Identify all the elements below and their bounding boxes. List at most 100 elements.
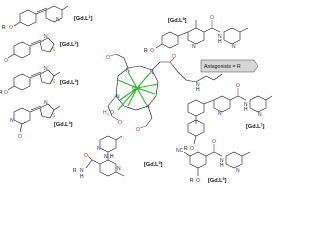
scheme-canvas: N N N N O O O O N H Gd H 2 O Antagonists… <box>0 5 273 184</box>
l1-n: N <box>56 17 60 23</box>
l6-n: N <box>220 158 224 164</box>
l1-pyridine <box>45 5 63 23</box>
l2-phenyl <box>13 41 31 59</box>
ligand-label-l6: [Gd.L6] <box>208 177 227 184</box>
l8-n-ring-2: N <box>232 44 236 50</box>
ring-n-3: N <box>116 94 120 100</box>
l6-n-ring: N <box>236 168 240 174</box>
l6-phenyl <box>189 151 207 169</box>
l3-n: N <box>44 66 48 72</box>
l4-alkyne-a <box>29 107 41 113</box>
l1-o: O <box>9 25 13 31</box>
antagonist-arrow-box <box>200 59 259 73</box>
ligand-structure-l3: S N O R <box>0 66 61 96</box>
water-h: H <box>103 110 107 116</box>
linker-chain <box>169 61 197 83</box>
ligand-label-l3: [Gd.L3] <box>60 79 79 86</box>
l4-methyl <box>53 105 61 111</box>
l7-o: O <box>190 146 194 152</box>
l4-alkyne-b <box>30 105 42 111</box>
l2-s: S <box>52 47 56 53</box>
l1-alkyne-a <box>35 9 47 15</box>
l3-phenyl <box>13 73 31 91</box>
ligand-structure-l6: NC O R O N H N <box>176 139 251 184</box>
ligand-label-l7: [Gd.L7] <box>246 123 265 130</box>
arm-o-2: O <box>172 54 176 60</box>
l4-thiazole <box>39 103 55 119</box>
l7-amide-n <box>237 95 247 101</box>
water-subscript: 2 <box>107 113 109 117</box>
ligand-label-l2: [Gd.L2] <box>60 41 79 48</box>
l3-alkyne-b <box>30 71 42 77</box>
l5-n-bottom: N <box>117 166 121 172</box>
linker-to-antagonist <box>195 73 223 83</box>
l5-amide <box>91 159 101 165</box>
ligand-label-l8: [Gd.L8] <box>168 17 187 24</box>
ligand-label-l4: [Gd.L4] <box>54 121 73 128</box>
l8-o-amide: O <box>210 15 214 21</box>
l3-s: S <box>52 79 56 85</box>
l5-amide-n <box>85 159 93 169</box>
l8-pyridine <box>187 27 205 45</box>
l5-nh: N <box>104 154 108 160</box>
l7-h: H <box>244 107 248 113</box>
l4-n-ring: N <box>10 118 14 124</box>
l5-methyl <box>115 171 125 177</box>
l2-o: O <box>4 58 8 64</box>
l6-o: O <box>196 178 200 184</box>
gd-bond-6 <box>136 87 147 105</box>
l5-amide-h: H <box>80 174 84 180</box>
l3-alkyne-a <box>29 73 41 79</box>
gd-bond-1 <box>127 71 138 89</box>
l8-phenyl <box>161 31 179 49</box>
l5-r: R <box>73 168 77 174</box>
l2-n: N <box>44 34 48 40</box>
ring-n-4: N <box>146 104 150 110</box>
ligand-structure-l8: O R N O N H N <box>144 15 249 54</box>
ligand-structure-l7: N O N H N O R <box>184 83 273 152</box>
pendant-arm-2 <box>151 61 170 71</box>
l1-o-bond <box>13 21 21 27</box>
l8-n-ring: N <box>192 44 196 50</box>
l1-alkyne-b <box>36 7 48 13</box>
l8-o: O <box>150 48 154 54</box>
l8-methyl <box>239 27 249 33</box>
l2-thiazole <box>39 37 55 53</box>
l6-r: R <box>190 178 194 184</box>
l4-n: N <box>44 100 48 106</box>
l6-cn-bond <box>183 151 191 157</box>
l8-h: H <box>218 39 222 45</box>
l3-thiazole <box>39 69 55 85</box>
l5-pyridine-bottom <box>99 159 117 177</box>
l6-amide <box>205 151 215 157</box>
carboxylate-o-4 <box>139 125 147 129</box>
l6-methyl <box>241 151 251 157</box>
l8-amide <box>203 27 213 33</box>
l7-phenyl <box>187 99 205 117</box>
l7-methyl <box>265 95 273 101</box>
antagonist-box: Antagonists = R <box>200 59 259 73</box>
arm-o-1: O <box>106 55 110 61</box>
l5-h: H <box>110 154 114 160</box>
gd-bond-7 <box>127 87 138 107</box>
gd-metal-label: Gd <box>132 86 141 92</box>
l6-amide-n <box>213 151 223 157</box>
l7-n-ring: N <box>218 111 222 117</box>
macrocycle-ring <box>115 65 159 111</box>
ligand-label-l5: [Gd.L5] <box>144 161 163 168</box>
gd-complex: N N N N O O O O N H Gd H 2 O <box>103 53 223 133</box>
l2-o-bond <box>7 53 15 59</box>
arm-o-3: O <box>118 120 122 126</box>
l1-methyl <box>61 5 69 11</box>
l6-pyridine <box>225 151 243 169</box>
l7-pyridine <box>213 95 231 113</box>
l8-o-bond <box>155 43 163 49</box>
l4-s: S <box>52 113 56 119</box>
ligand-label-l1: [Gd.L1] <box>74 15 93 22</box>
gd-bond-5 <box>119 87 138 101</box>
l4-pyridine <box>13 107 31 125</box>
arm-o-4: O <box>136 127 140 133</box>
l7-phenyl-2 <box>187 119 205 137</box>
l3-r: R <box>0 90 3 96</box>
l7-to-pyridine <box>203 99 215 105</box>
